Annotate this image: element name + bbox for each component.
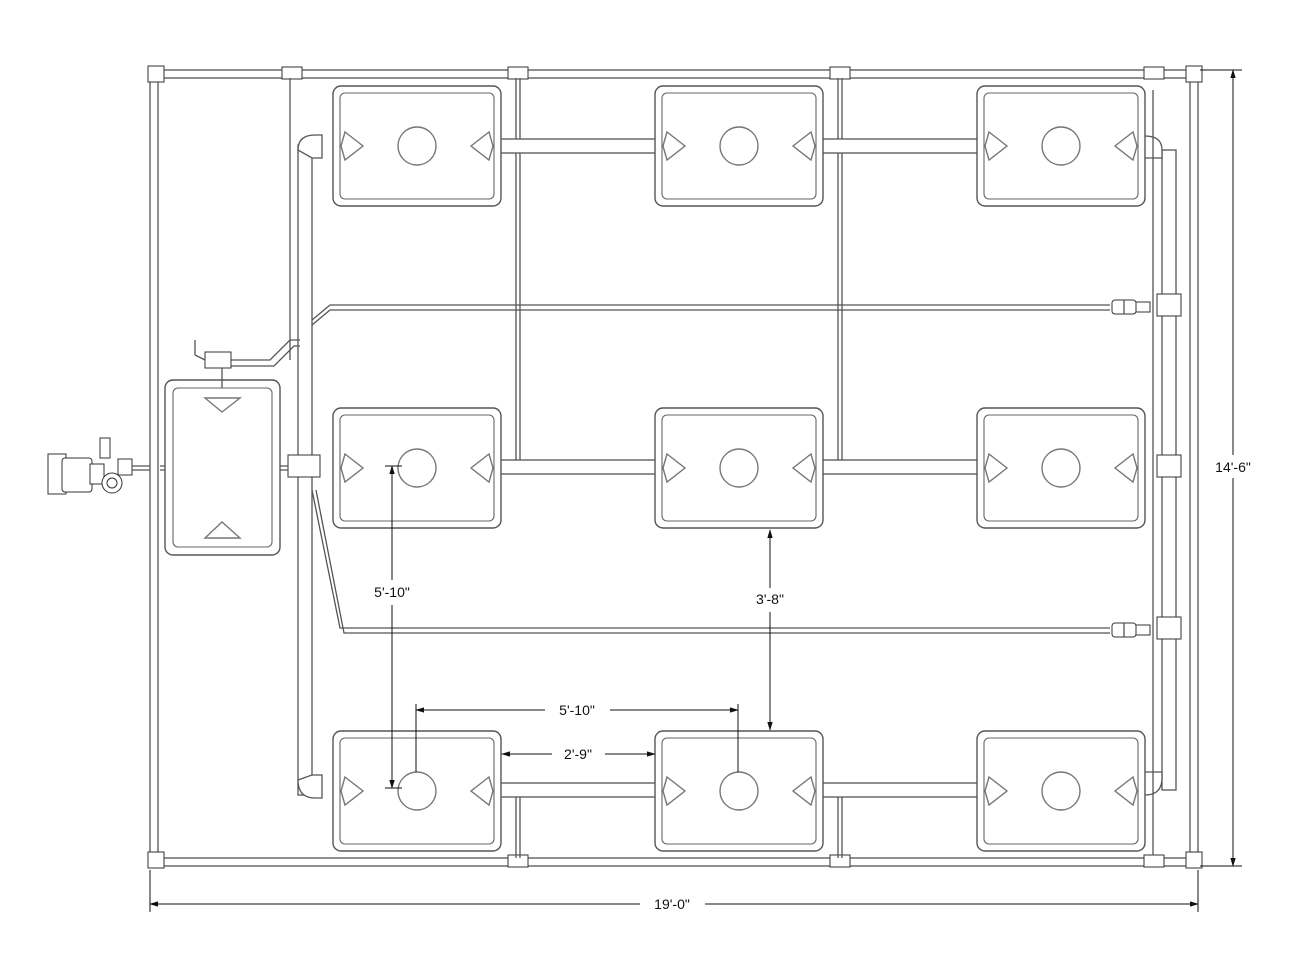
grow-tray	[332, 407, 502, 529]
frame-rails	[147, 65, 1203, 869]
reservoir	[164, 340, 281, 556]
drain-valve	[1111, 622, 1151, 638]
grow-tray	[654, 407, 824, 529]
drip-emitter	[662, 452, 687, 484]
overall-height-label: 14'-6"	[1215, 459, 1251, 475]
drip-emitter	[791, 775, 816, 807]
drip-emitter	[984, 130, 1009, 162]
pot-spacing-vertical-dimension: 5'-10"	[374, 465, 410, 789]
drip-emitter	[662, 775, 687, 807]
plant-pot	[1041, 771, 1081, 811]
plant-pot	[397, 771, 437, 811]
tray-gap-horizontal-dimension: 2'-9"	[501, 746, 656, 762]
drip-emitter	[662, 130, 687, 162]
supply-manifold	[160, 134, 1110, 799]
drip-emitter	[469, 452, 494, 484]
tray-gap-horizontal-label: 2'-9"	[564, 746, 592, 762]
pot-spacing-horizontal-label: 5'-10"	[559, 702, 595, 718]
drain-valve	[1111, 299, 1151, 315]
water-pump	[47, 437, 150, 495]
drip-emitter	[340, 130, 365, 162]
tray-grid	[332, 85, 1146, 852]
overall-height-dimension: 14'-6"	[1200, 69, 1251, 867]
plant-pot	[719, 448, 759, 488]
drip-emitter	[340, 775, 365, 807]
grow-tray	[654, 85, 824, 207]
grow-tray	[976, 730, 1146, 852]
drip-emitter	[469, 775, 494, 807]
plant-pot	[1041, 126, 1081, 166]
grow-tray	[654, 730, 824, 852]
plant-pot	[397, 126, 437, 166]
plant-pot	[719, 771, 759, 811]
drip-emitter	[791, 452, 816, 484]
plant-pot	[1041, 448, 1081, 488]
drip-emitter	[1113, 130, 1138, 162]
return-manifold	[1139, 90, 1182, 855]
overall-width-dimension: 19'-0"	[149, 870, 1199, 912]
grow-tray	[332, 730, 502, 852]
drip-emitter	[1113, 452, 1138, 484]
pot-spacing-vertical-label: 5'-10"	[374, 584, 410, 600]
grow-tray	[976, 407, 1146, 529]
drip-emitter	[984, 452, 1009, 484]
drip-emitter	[340, 452, 365, 484]
grow-tray	[976, 85, 1146, 207]
drip-emitter	[1113, 775, 1138, 807]
tray-gap-vertical-dimension: 3'-8"	[756, 529, 784, 731]
pot-spacing-horizontal-dimension: 5'-10"	[415, 702, 739, 772]
row-pipes	[499, 138, 983, 798]
drip-emitter	[469, 130, 494, 162]
plant-pot	[719, 126, 759, 166]
drip-emitter	[791, 130, 816, 162]
drip-emitter	[984, 775, 1009, 807]
grow-tray	[332, 85, 502, 207]
overall-width-label: 19'-0"	[654, 896, 690, 912]
plant-pot	[397, 448, 437, 488]
tray-gap-vertical-label: 3'-8"	[756, 591, 784, 607]
